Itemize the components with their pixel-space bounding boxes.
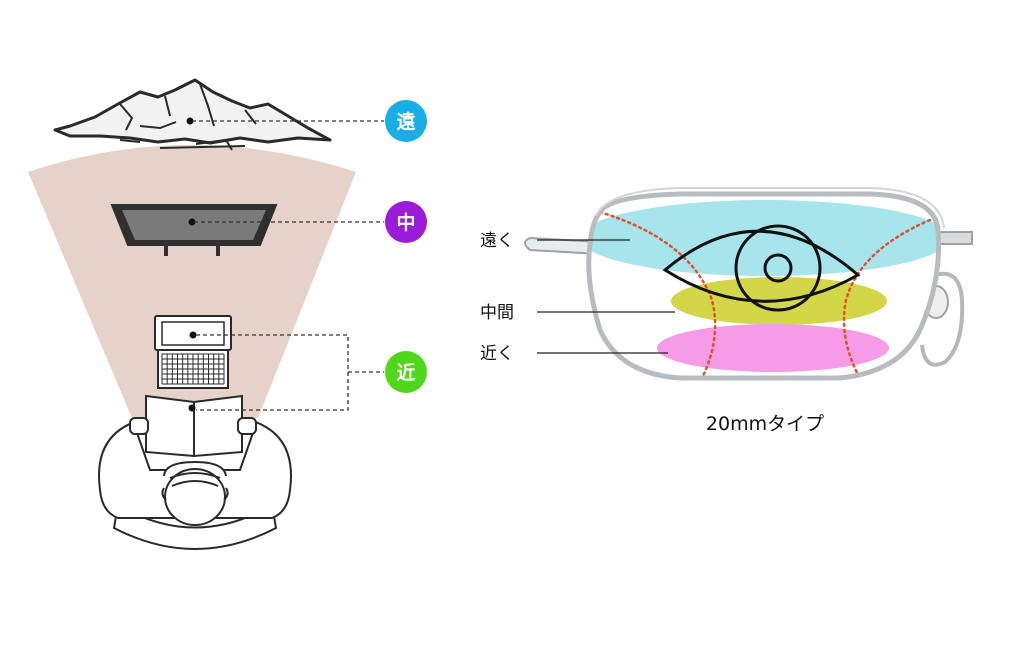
- eye-illustration: [662, 224, 861, 312]
- far-point-dot: [186, 117, 194, 125]
- badge-near-label: 近: [396, 362, 415, 384]
- zone-near: [657, 324, 889, 372]
- near-point-dot-laptop: [189, 331, 197, 339]
- person-illustration: [98, 394, 292, 550]
- leader-lines: [192, 120, 384, 411]
- lens-type-caption: 20mmタイプ: [706, 413, 824, 435]
- zone-far: [588, 200, 939, 276]
- lens-illustration: 遠く 中間 近く 20mmタイプ: [480, 187, 973, 435]
- zone-far-label: 遠く: [480, 231, 514, 251]
- badge-far-label: 遠: [396, 111, 415, 133]
- viewing-distance-illustration: 遠 中 近: [28, 78, 427, 550]
- mid-point-dot: [188, 218, 196, 226]
- zone-mid-label: 中間: [480, 303, 514, 323]
- laptop-illustration: [154, 315, 232, 389]
- mountain-illustration: [53, 78, 332, 151]
- view-cone: [28, 145, 356, 418]
- badge-near: 近: [385, 351, 427, 393]
- badge-mid: 中: [385, 201, 427, 243]
- badge-far: 遠: [385, 100, 427, 142]
- near-point-dot-book: [188, 404, 196, 412]
- zone-near-label: 近く: [480, 344, 514, 364]
- tv-illustration: [110, 204, 278, 256]
- badge-mid-label: 中: [396, 211, 415, 234]
